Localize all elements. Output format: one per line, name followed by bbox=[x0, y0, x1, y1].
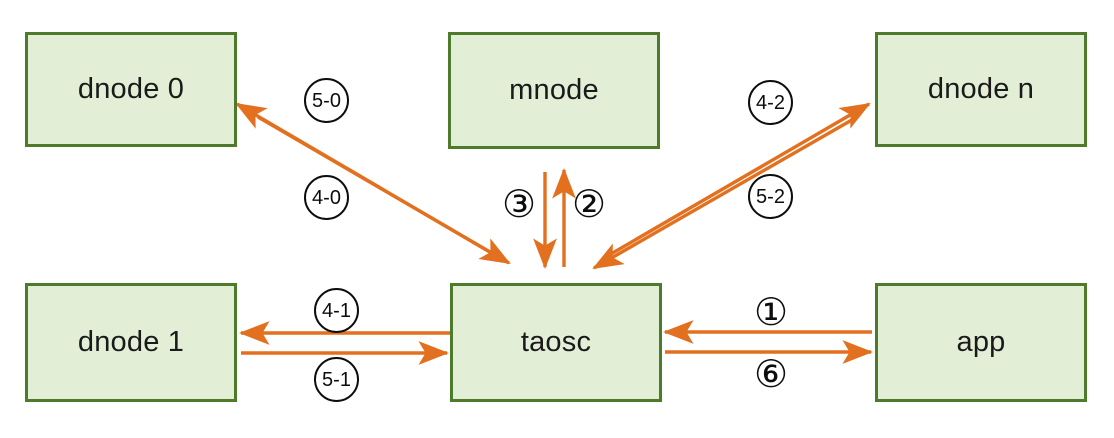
edge-badge-5-1: 5-1 bbox=[314, 357, 359, 402]
edge-badge-label: 4-2 bbox=[756, 91, 785, 114]
edge-badge-label: ⑥ bbox=[753, 352, 789, 396]
node-label: dnode 0 bbox=[77, 73, 185, 105]
edge-badge-label: 4-1 bbox=[322, 299, 351, 322]
edge-badge-4-0: 4-0 bbox=[304, 175, 349, 220]
edge-badge-4-2: 4-2 bbox=[748, 80, 793, 125]
node-dnode-0[interactable]: dnode 0 bbox=[25, 32, 237, 147]
node-app[interactable]: app bbox=[875, 283, 1087, 402]
node-label: app bbox=[956, 326, 1006, 358]
node-dnode-1[interactable]: dnode 1 bbox=[25, 283, 237, 402]
edge-badge-5-0: 5-0 bbox=[304, 78, 349, 123]
edge-badge-4-1: 4-1 bbox=[314, 288, 359, 333]
edge-badge-label: 5-2 bbox=[756, 185, 785, 208]
edge-badge-5-2: 5-2 bbox=[748, 174, 793, 219]
node-mnode[interactable]: mnode bbox=[448, 32, 660, 149]
edge-badge-label: ③ bbox=[501, 182, 537, 226]
node-label: mnode bbox=[509, 74, 599, 106]
edge-badge-1: ① bbox=[748, 289, 794, 335]
edge-badge-2: ② bbox=[566, 181, 612, 227]
edge-badge-3: ③ bbox=[496, 181, 542, 227]
node-label: dnode 1 bbox=[77, 326, 185, 358]
edge-badge-label: 4-0 bbox=[312, 186, 341, 209]
node-taosc[interactable]: taosc bbox=[450, 283, 662, 402]
edge-badge-label: ② bbox=[571, 182, 607, 226]
node-dnode-n[interactable]: dnode n bbox=[875, 32, 1087, 147]
node-label: taosc bbox=[520, 326, 592, 358]
edge-badge-label: 5-0 bbox=[312, 89, 341, 112]
edge-badge-label: 5-1 bbox=[322, 368, 351, 391]
node-label: dnode n bbox=[927, 73, 1035, 105]
edge-badge-6: ⑥ bbox=[748, 351, 794, 397]
edge-badge-label: ① bbox=[753, 290, 789, 334]
